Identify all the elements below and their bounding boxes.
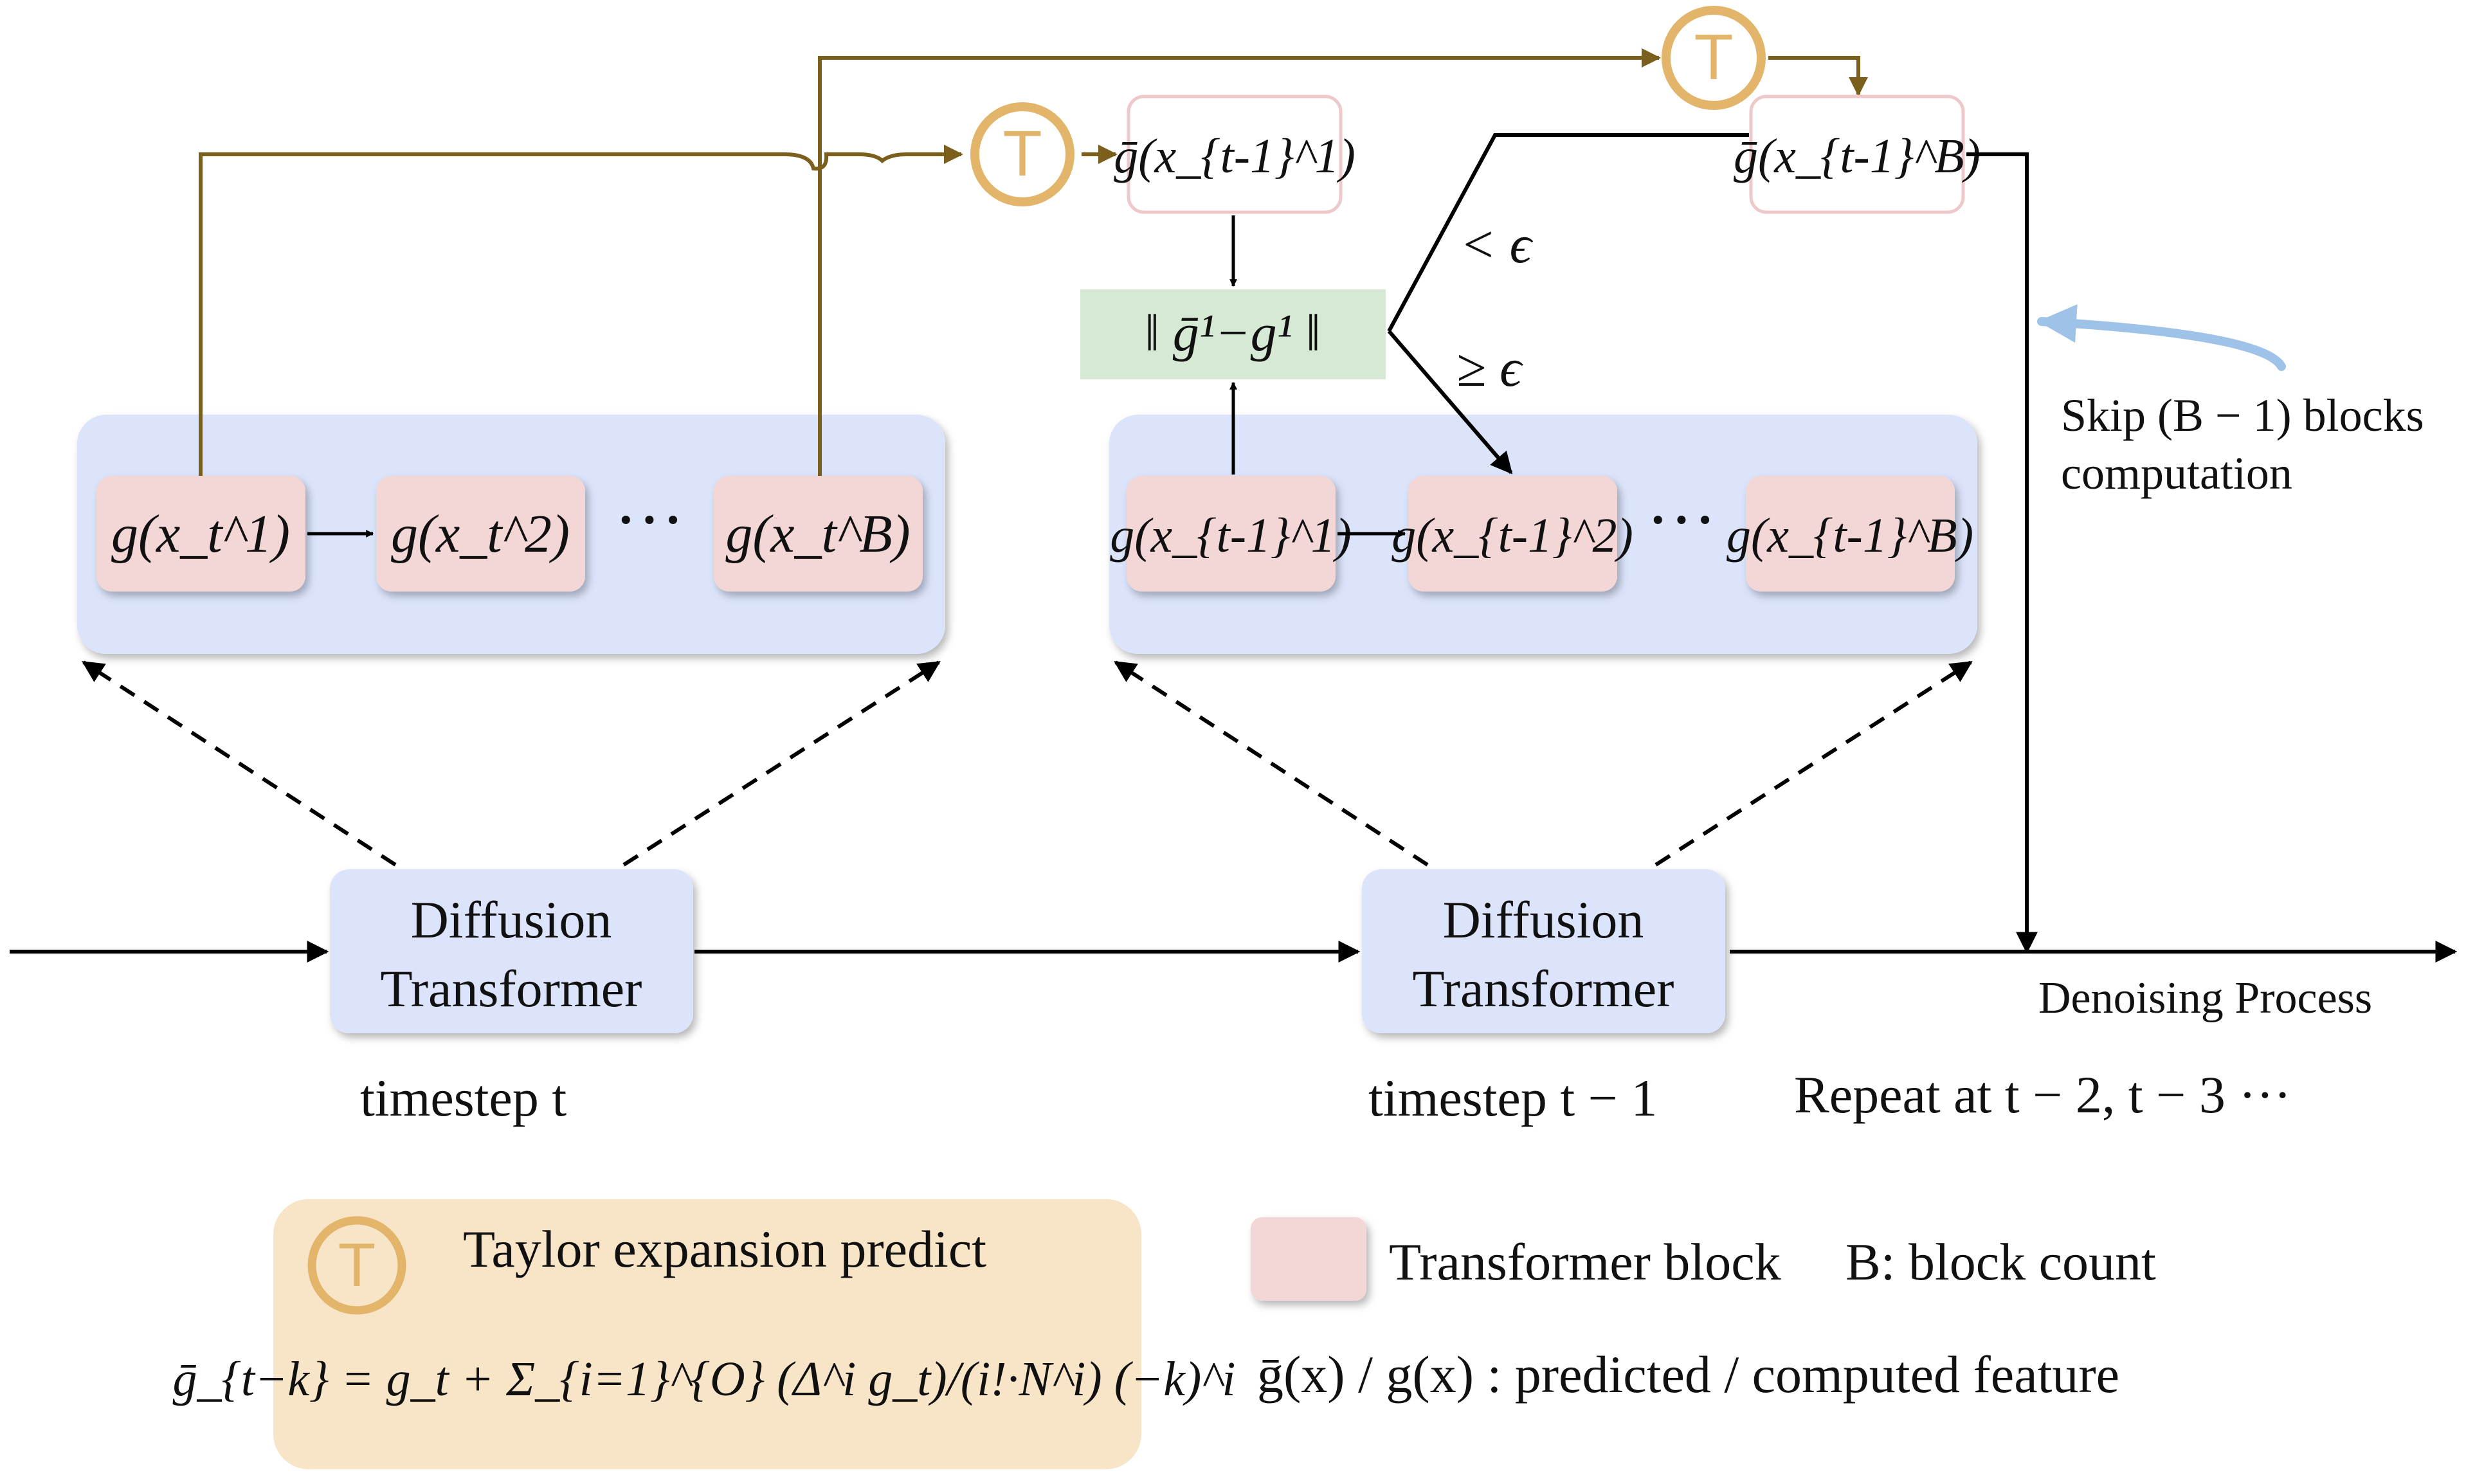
- legend-taylor-icon: T: [307, 1216, 406, 1315]
- branch-above-eps: [1387, 330, 1513, 475]
- skip-label-line1: Skip (B − 1) blocks: [2061, 390, 2424, 441]
- predicted-first-label: ḡ(x_{t-1}^1): [1114, 129, 1355, 183]
- legend-formula: ḡ_{t−k} = g_t + Σ_{i=1}^{O} (Δ^i g_t)/(i…: [172, 1352, 1235, 1406]
- dit-t-line1: Diffusion: [411, 891, 612, 949]
- legend-block-count: B: block count: [1845, 1233, 2156, 1291]
- dit-box-t: Diffusion Transformer: [330, 869, 693, 1033]
- legend-feature-label: ḡ(x) / g(x) : predicted / computed featu…: [1257, 1345, 2119, 1404]
- block-t1-1-label: g(x_{t-1}^1): [1110, 509, 1352, 563]
- block-t-2-label: g(x_t^2): [391, 504, 570, 564]
- taylor-icon-first: T: [970, 102, 1074, 206]
- predicted-last-label: ḡ(x_{t-1}^B): [1734, 129, 1981, 183]
- denoising-label: Denoising Process: [2038, 973, 2372, 1023]
- dashed-cone-t: [82, 660, 941, 867]
- dit-t-line2: Transformer: [381, 959, 642, 1018]
- taylor-icon-first-letter: T: [1002, 118, 1042, 190]
- taylor-icon-last-letter: T: [1694, 21, 1733, 93]
- skip-path: [1966, 152, 2038, 954]
- predicted-last-box: ḡ(x_{t-1}^B): [1734, 95, 1981, 214]
- skip-arrow-blue: [2037, 304, 2286, 371]
- norm-box-label: ‖ ḡ¹−g¹ ‖: [1145, 303, 1321, 362]
- block-t-B-label: g(x_t^B): [725, 504, 910, 564]
- block-t1-1: g(x_{t-1}^1): [1110, 476, 1352, 592]
- legend-taylor-icon-letter: T: [338, 1231, 376, 1299]
- skip-label-line2: computation: [2061, 448, 2292, 499]
- branch-below-eps: [1387, 133, 1749, 332]
- taylor-path-first: [199, 145, 963, 479]
- block-t1-B-label: g(x_{t-1}^B): [1727, 509, 1973, 563]
- legend-block-label: Transformer block: [1389, 1233, 1781, 1291]
- label-above-eps: ≥ ϵ: [1456, 338, 1523, 398]
- taylor-to-pred-last: [1768, 56, 1868, 96]
- taylor-icon-last: T: [1662, 6, 1766, 110]
- block-t-1-label: g(x_t^1): [111, 504, 290, 564]
- block-t1-2-label: g(x_{t-1}^2): [1392, 509, 1633, 563]
- block-t-2: g(x_t^2): [376, 476, 585, 592]
- block-t1-B: g(x_{t-1}^B): [1727, 476, 1973, 592]
- label-below-eps: < ϵ: [1460, 215, 1534, 275]
- timestep-t-label: timestep t: [360, 1069, 567, 1127]
- legend-taylor-box: [273, 1199, 1141, 1469]
- legend-taylor-title: Taylor expansion predict: [463, 1220, 986, 1278]
- timestep-t1-label: timestep t − 1: [1368, 1069, 1657, 1127]
- block-t1-2: g(x_{t-1}^2): [1392, 476, 1633, 592]
- taylor-path-last: [818, 48, 1661, 476]
- ellipsis-t1: ···: [1646, 480, 1717, 559]
- dit-t1-line2: Transformer: [1413, 959, 1674, 1018]
- block-t-B: g(x_t^B): [714, 476, 923, 592]
- dit-t1-line1: Diffusion: [1443, 891, 1644, 949]
- norm-box: [1080, 289, 1386, 379]
- legend-block-swatch: [1251, 1217, 1366, 1301]
- block-t-1: g(x_t^1): [96, 476, 305, 592]
- repeat-label: Repeat at t − 2, t − 3 ···: [1794, 1065, 2291, 1124]
- ellipsis-t: ···: [614, 480, 685, 559]
- predicted-first-box: ḡ(x_{t-1}^1): [1114, 95, 1355, 214]
- dashed-cone-t1: [1114, 660, 1973, 867]
- dit-box-t1: Diffusion Transformer: [1362, 869, 1725, 1033]
